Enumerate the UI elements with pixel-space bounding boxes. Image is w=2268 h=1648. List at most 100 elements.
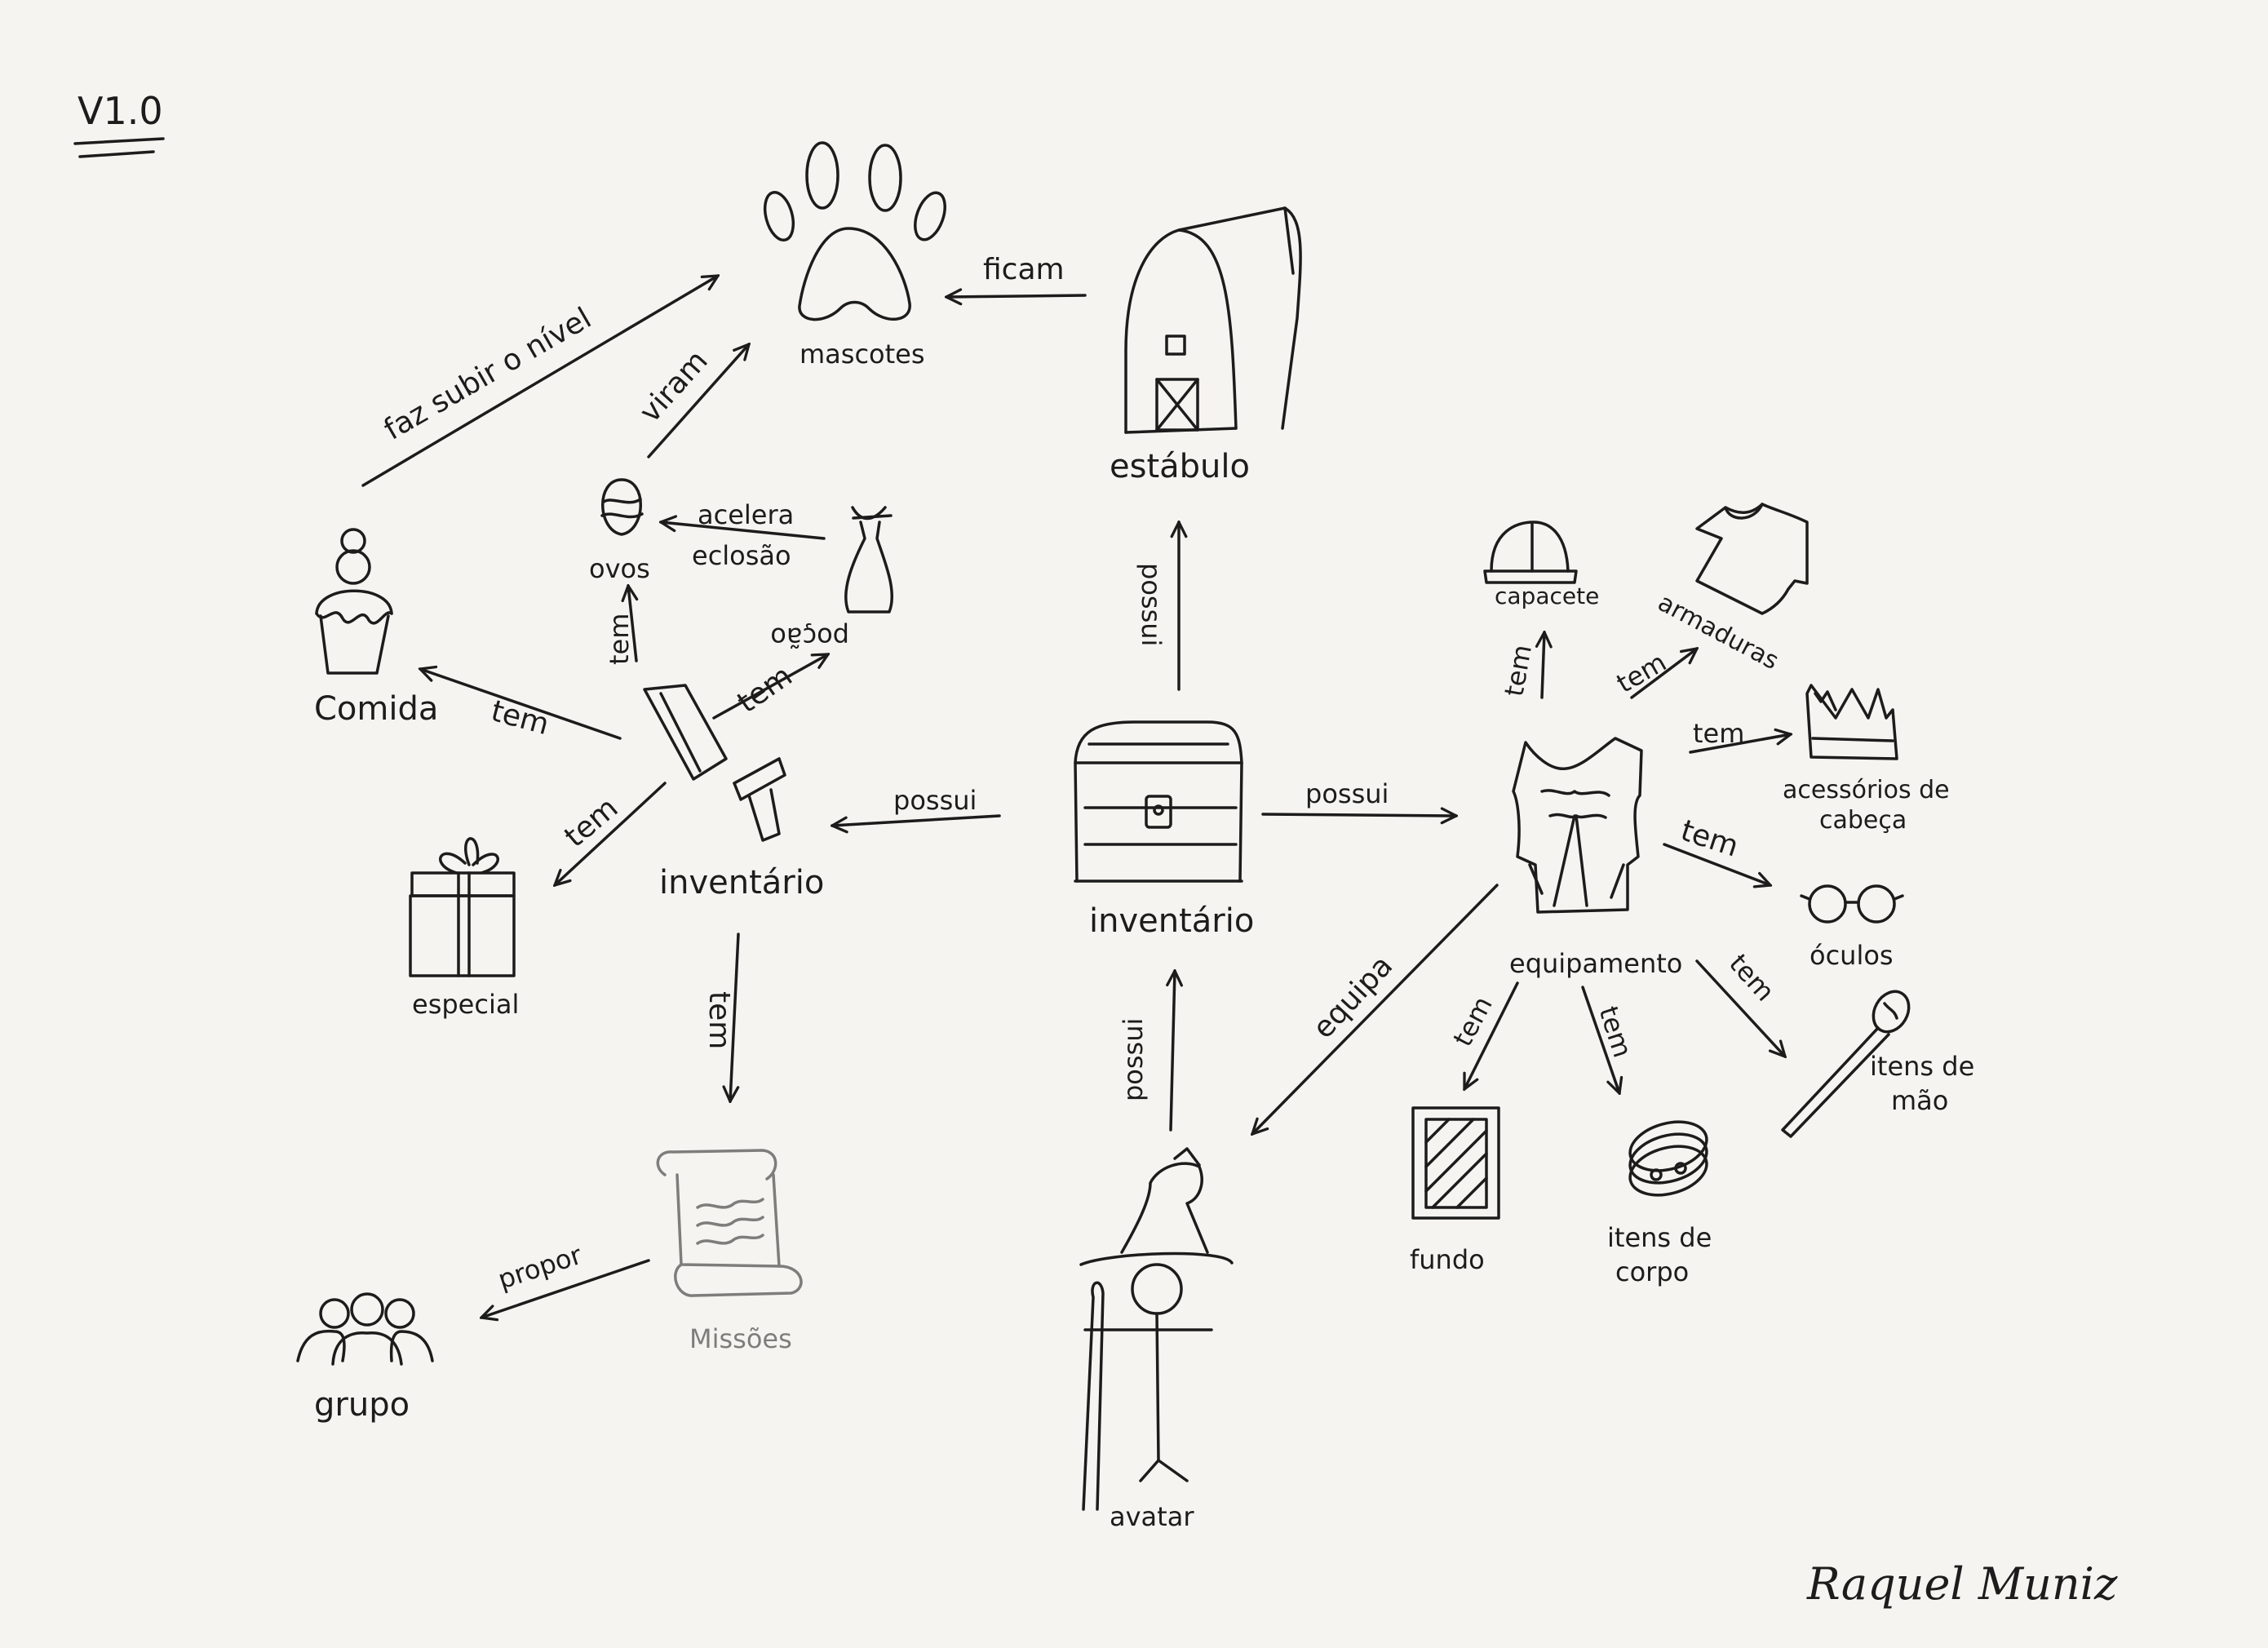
node-label-fundo: fundo bbox=[1410, 1244, 1485, 1275]
edge-label-tem-especial: tem bbox=[558, 791, 624, 854]
edge-label-viram: viram bbox=[633, 344, 715, 429]
node-oculos: óculos bbox=[1800, 884, 1904, 971]
edge-possui-equip bbox=[1261, 814, 1456, 816]
node-label-grupo: grupo bbox=[314, 1386, 410, 1424]
node-equipamento: equipamento bbox=[1509, 737, 1682, 979]
edge-label-tem-missoes: tem bbox=[702, 991, 736, 1049]
node-label-itens-mao-1: itens de bbox=[1870, 1051, 1974, 1082]
background-frame-icon bbox=[1411, 1106, 1500, 1220]
edge-label-tem-acessorios: tem bbox=[1693, 718, 1744, 749]
signature: Raquel Muniz bbox=[1806, 1558, 2118, 1610]
node-label-estabulo: estábulo bbox=[1110, 448, 1250, 485]
edge-label-possui-avatar: possui bbox=[1118, 1018, 1149, 1101]
helmet-icon bbox=[1483, 521, 1578, 584]
edge-propor bbox=[481, 1259, 650, 1318]
node-label-itens-corpo-1: itens de bbox=[1607, 1222, 1712, 1253]
node-label-inventario-itens: inventário bbox=[659, 864, 824, 902]
node-label-acessorios-1: acessórios de bbox=[1783, 776, 1950, 804]
node-avatar: avatar bbox=[1079, 1147, 1234, 1532]
edge-tem-acessorios bbox=[1689, 734, 1791, 754]
group-icon bbox=[296, 1292, 434, 1366]
edge-faz-subir bbox=[361, 276, 718, 487]
edge-label-tem-itens-corpo: tem bbox=[1592, 1003, 1638, 1061]
edge-label-tem-pocao: tem bbox=[732, 659, 799, 720]
node-label-oculos: óculos bbox=[1810, 940, 1894, 971]
edge-tem-fundo bbox=[1463, 981, 1519, 1089]
edge-tem-ovos bbox=[628, 586, 636, 662]
node-missoes: Missões bbox=[656, 1149, 803, 1354]
node-fundo: fundo bbox=[1410, 1106, 1500, 1275]
svg-text:V1.0: V1.0 bbox=[78, 89, 163, 133]
edge-possui-avatar bbox=[1171, 971, 1175, 1132]
edge-label-possui-equip: possui bbox=[1305, 778, 1389, 809]
node-label-avatar: avatar bbox=[1110, 1501, 1194, 1532]
node-ovos: ovos bbox=[589, 478, 650, 584]
edge-equipa bbox=[1252, 884, 1499, 1134]
node-inventario-itens: inventário bbox=[643, 684, 824, 902]
node-estabulo: estábulo bbox=[1110, 206, 1302, 485]
edge-label-tem-ovos: tem bbox=[604, 614, 635, 665]
edge-ficam bbox=[946, 295, 1087, 297]
edge-label-tem-capacete: tem bbox=[1498, 642, 1537, 698]
treasure-chest-icon bbox=[1074, 720, 1243, 883]
node-label-itens-mao-2: mão bbox=[1891, 1085, 1948, 1116]
crown-icon bbox=[1805, 684, 1898, 760]
edge-tem-pocao bbox=[712, 654, 828, 720]
edge-label-tem-oculos: tem bbox=[1677, 814, 1743, 864]
node-label-capacete: capacete bbox=[1495, 583, 1599, 609]
bracelet-icon bbox=[1628, 1120, 1708, 1197]
node-pocao: poção bbox=[770, 506, 893, 653]
node-itens-corpo: itens de corpo bbox=[1607, 1120, 1712, 1287]
node-armaduras: armaduras bbox=[1653, 503, 1809, 676]
node-label-equipamento: equipamento bbox=[1509, 948, 1682, 979]
node-itens-mao: itens de mão bbox=[1781, 990, 1974, 1138]
edge-viram bbox=[647, 344, 749, 459]
node-label-especial: especial bbox=[412, 989, 519, 1020]
edge-tem-missoes bbox=[730, 933, 740, 1101]
node-label-armaduras: armaduras bbox=[1653, 588, 1783, 676]
edge-tem-capacete bbox=[1542, 632, 1544, 699]
cupcake-icon bbox=[315, 528, 393, 675]
edge-label-acelera-2: eclosão bbox=[692, 540, 791, 571]
gift-icon bbox=[409, 837, 516, 977]
edge-label-ficam: ficam bbox=[983, 253, 1065, 286]
edge-label-possui-estabulo: possui bbox=[1136, 563, 1167, 646]
node-label-acessorios-2: cabeça bbox=[1819, 806, 1907, 835]
edge-tem-comida bbox=[420, 669, 622, 740]
edge-label-tem-fundo: tem bbox=[1447, 991, 1499, 1052]
node-label-comida: Comida bbox=[314, 690, 438, 728]
edge-possui-inv-itens bbox=[832, 814, 1001, 826]
node-grupo: grupo bbox=[296, 1292, 434, 1424]
edge-tem-itens-mao bbox=[1695, 959, 1785, 1057]
node-label-missoes: Missões bbox=[689, 1323, 792, 1354]
node-label-mascotes: mascotes bbox=[800, 339, 925, 370]
edge-label-tem-comida: tem bbox=[488, 694, 553, 742]
scroll-icon bbox=[656, 1149, 803, 1297]
node-mascotes: mascotes bbox=[763, 141, 946, 370]
node-label-inventario: inventário bbox=[1089, 902, 1254, 940]
edge-acelera bbox=[661, 522, 826, 540]
wand-icon bbox=[1781, 990, 1911, 1138]
edge-tem-especial bbox=[555, 782, 667, 885]
edge-tem-oculos bbox=[1663, 843, 1770, 885]
node-especial: especial bbox=[409, 837, 519, 1020]
node-acessorios: acessórios de cabeça bbox=[1783, 684, 1950, 835]
barn-icon bbox=[1124, 206, 1302, 434]
sword-icon bbox=[643, 684, 786, 842]
node-capacete: capacete bbox=[1483, 521, 1599, 609]
node-label-pocao: poção bbox=[770, 622, 849, 653]
node-label-ovos: ovos bbox=[589, 553, 650, 584]
potion-icon bbox=[844, 506, 893, 614]
node-comida: Comida bbox=[314, 528, 438, 728]
edge-tem-armaduras bbox=[1630, 649, 1697, 699]
egg-icon bbox=[600, 478, 644, 536]
edge-tem-itens-corpo bbox=[1581, 986, 1619, 1093]
paw-icon bbox=[763, 141, 946, 321]
edge-label-acelera-1: acelera bbox=[698, 499, 794, 530]
node-label-itens-corpo-2: corpo bbox=[1615, 1256, 1689, 1287]
glasses-icon bbox=[1800, 884, 1904, 924]
node-inventario: inventário bbox=[1074, 720, 1254, 940]
breastplate-icon bbox=[1512, 737, 1643, 914]
